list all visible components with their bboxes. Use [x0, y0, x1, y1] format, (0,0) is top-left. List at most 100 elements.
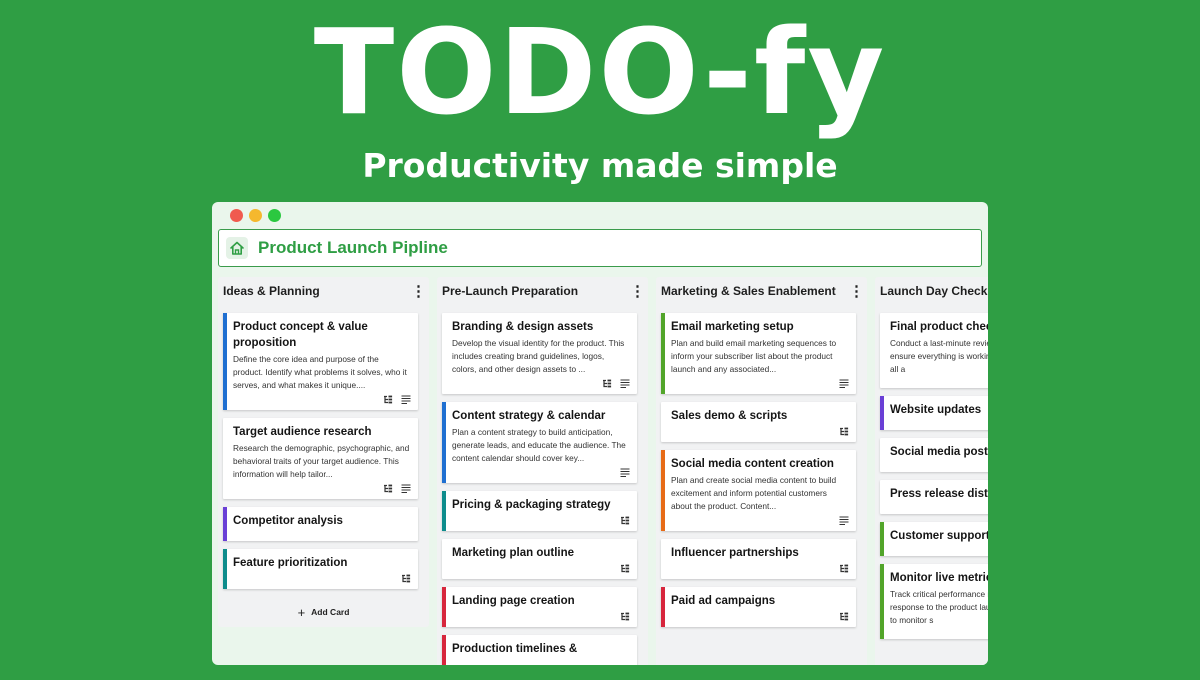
card-label-stripe: [223, 313, 227, 410]
checklist-icon: [402, 574, 411, 583]
list-title: Marketing & Sales Enablement: [661, 284, 836, 298]
task-card[interactable]: Social media posts: [880, 438, 988, 472]
list-menu-button[interactable]: ⋮: [849, 282, 864, 300]
card-label-stripe: [661, 313, 665, 394]
checklist-icon: [621, 516, 630, 525]
list-menu-button[interactable]: ⋮: [411, 282, 426, 300]
checklist-icon: [384, 484, 393, 493]
checklist-icon: [621, 564, 630, 573]
task-card[interactable]: Sales demo & scripts: [661, 402, 856, 442]
list-title: Launch Day Checklist: [880, 284, 988, 298]
card-badges: [452, 660, 630, 664]
card-badges: [890, 547, 988, 551]
card-badges: [890, 463, 988, 467]
maximize-window-button[interactable]: [268, 209, 281, 222]
card-title: Landing page creation: [452, 595, 575, 607]
card-badges: [452, 379, 630, 389]
checklist-icon: [384, 395, 393, 404]
card-title: Product concept & value proposition: [233, 321, 368, 349]
card-title: Pricing & packaging strategy: [452, 499, 611, 511]
task-card[interactable]: Customer support: [880, 522, 988, 556]
description-icon: [620, 468, 630, 477]
card-badges: [452, 612, 630, 622]
checklist-icon: [840, 564, 849, 573]
card-title: Content strategy & calendar: [452, 410, 606, 422]
card-badges: [890, 505, 988, 509]
card-title: Customer support: [890, 530, 988, 542]
add-card-label: Add Card: [311, 607, 350, 617]
card-label-stripe: [880, 396, 884, 430]
task-card[interactable]: Competitor analysis: [223, 507, 418, 541]
task-card[interactable]: Paid ad campaigns: [661, 587, 856, 627]
card-badges: [452, 516, 630, 526]
card-label-stripe: [880, 522, 884, 556]
card-label-stripe: [442, 587, 446, 627]
hero-subtitle: Productivity made simple: [362, 146, 838, 185]
card-badges: [671, 612, 849, 622]
card-badges: [890, 379, 988, 383]
board-lists: Ideas & Planning ⋮ Product concept & value…: [218, 277, 988, 665]
card-badges: [890, 630, 988, 634]
card-badges: [452, 468, 630, 478]
card-description: Research the demographic, psychographic,…: [233, 443, 410, 479]
home-button[interactable]: [226, 237, 248, 259]
checklist-icon: [840, 612, 849, 621]
card-title: Production timelines &: [452, 643, 578, 655]
task-card[interactable]: Feature prioritization: [223, 549, 418, 589]
card-label-stripe: [661, 587, 665, 627]
checklist-icon: [603, 379, 612, 388]
task-card[interactable]: Press release distribution: [880, 480, 988, 514]
list-column: Pre-Launch Preparation ⋮ Branding & design…: [437, 277, 648, 665]
task-card[interactable]: Marketing plan outline: [442, 539, 637, 579]
card-badges: [233, 484, 411, 494]
close-window-button[interactable]: [230, 209, 243, 222]
list-column: Ideas & Planning ⋮ Product concept & value…: [218, 277, 429, 627]
list-title: Pre-Launch Preparation: [442, 284, 579, 298]
list-menu-button[interactable]: ⋮: [630, 282, 645, 300]
task-card[interactable]: Production timelines &: [442, 635, 637, 665]
card-title: Final product check: [890, 321, 988, 333]
task-card[interactable]: Pricing & packaging strategy: [442, 491, 637, 531]
description-icon: [839, 379, 849, 388]
card-title: Target audience research: [233, 426, 372, 438]
card-label-stripe: [223, 507, 227, 541]
card-badges: [671, 564, 849, 574]
card-label-stripe: [661, 450, 665, 531]
description-icon: [401, 484, 411, 493]
card-label-stripe: [880, 564, 884, 639]
minimize-window-button[interactable]: [249, 209, 262, 222]
card-title: Email marketing setup: [671, 321, 794, 333]
card-label-stripe: [442, 635, 446, 665]
card-title: Feature prioritization: [233, 557, 348, 569]
card-title: Social media posts: [890, 446, 988, 458]
card-title: Press release distribution: [890, 488, 988, 500]
card-title: Monitor live metrics: [890, 572, 988, 584]
description-icon: [839, 516, 849, 525]
card-badges: [452, 564, 630, 574]
add-card-button[interactable]: +Add Card: [218, 597, 429, 627]
list-title: Ideas & Planning: [223, 284, 320, 298]
board-title: Product Launch Pipline: [258, 238, 448, 257]
card-title: Paid ad campaigns: [671, 595, 776, 607]
board-header: Product Launch Pipline: [218, 229, 982, 267]
list-header: Pre-Launch Preparation ⋮: [437, 277, 648, 305]
card-title: Branding & design assets: [452, 321, 594, 333]
card-title: Competitor analysis: [233, 515, 343, 527]
card-badges: [671, 516, 849, 526]
card-description: Track critical performance metrics and t…: [890, 589, 988, 625]
description-icon: [620, 379, 630, 388]
card-title: Marketing plan outline: [452, 547, 575, 559]
task-card[interactable]: Influencer partnerships: [661, 539, 856, 579]
description-icon: [401, 395, 411, 404]
task-card[interactable]: Website updates: [880, 396, 988, 430]
task-card[interactable]: Landing page creation: [442, 587, 637, 627]
